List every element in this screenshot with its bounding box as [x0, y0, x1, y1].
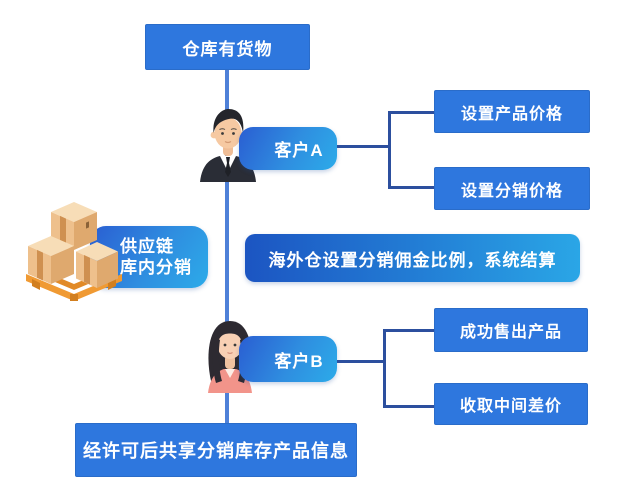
- commission-settlement-node: 海外仓设置分销佣金比例，系统结算: [245, 234, 580, 282]
- bracket-a-main-line: [337, 145, 388, 148]
- bracket-a-top-stub: [388, 111, 434, 114]
- customer-b-label: 客户B: [239, 336, 337, 382]
- supply-chain-line1: 供应链: [120, 237, 174, 256]
- bracket-b-main-line: [337, 360, 383, 363]
- pallet-boxes-icon: [24, 198, 124, 302]
- set-product-price-node: 设置产品价格: [434, 90, 590, 133]
- bracket-b-vertical-line: [383, 329, 386, 408]
- set-distribution-price-node: 设置分销价格: [434, 167, 590, 210]
- supply-chain-line2: 库内分销: [120, 258, 192, 277]
- center-spine-line: [225, 68, 229, 425]
- bracket-a-vertical-line: [388, 111, 391, 189]
- bracket-a-bottom-stub: [388, 186, 434, 189]
- sell-product-node: 成功售出产品: [434, 308, 588, 352]
- bracket-b-bottom-stub: [383, 405, 434, 408]
- share-inventory-info-node: 经许可后共享分销库存产品信息: [75, 423, 357, 477]
- bracket-b-top-stub: [383, 329, 434, 332]
- warehouse-has-goods-node: 仓库有货物: [145, 24, 310, 70]
- collect-margin-node: 收取中间差价: [434, 383, 588, 425]
- customer-a-label: 客户A: [239, 127, 337, 170]
